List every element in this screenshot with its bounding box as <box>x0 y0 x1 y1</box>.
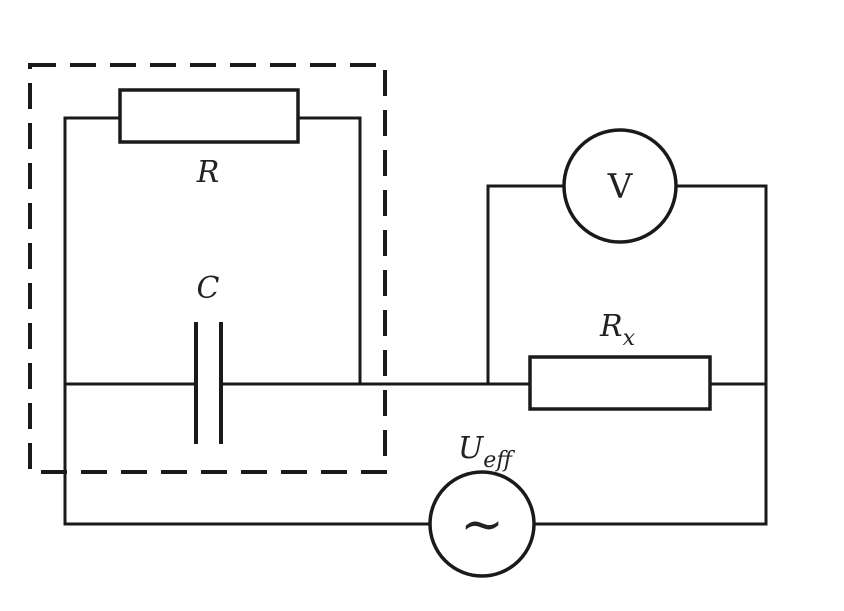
wire-voltmeter-left <box>486 184 566 386</box>
label-c: C <box>197 271 220 306</box>
ac-source <box>428 470 536 578</box>
label-voltmeter: V <box>607 167 634 207</box>
label-ueff-sub: eff <box>483 448 515 473</box>
label-rx-main: R <box>599 309 623 344</box>
resistor-r <box>118 88 300 144</box>
label-ueff: Ueff <box>458 431 515 473</box>
dashed-enclosure <box>28 63 387 474</box>
label-rx-sub: x <box>623 326 636 351</box>
wire-right-of-r <box>296 116 362 386</box>
ac-source-symbol: ~ <box>460 495 504 555</box>
label-ueff-main: U <box>458 431 485 466</box>
label-rx: Rx <box>599 309 636 351</box>
label-r: R <box>196 155 220 190</box>
wire-left-loop <box>63 116 432 526</box>
wire-voltmeter-right <box>533 184 768 526</box>
resistor-rx <box>528 355 712 411</box>
voltmeter <box>562 128 678 244</box>
